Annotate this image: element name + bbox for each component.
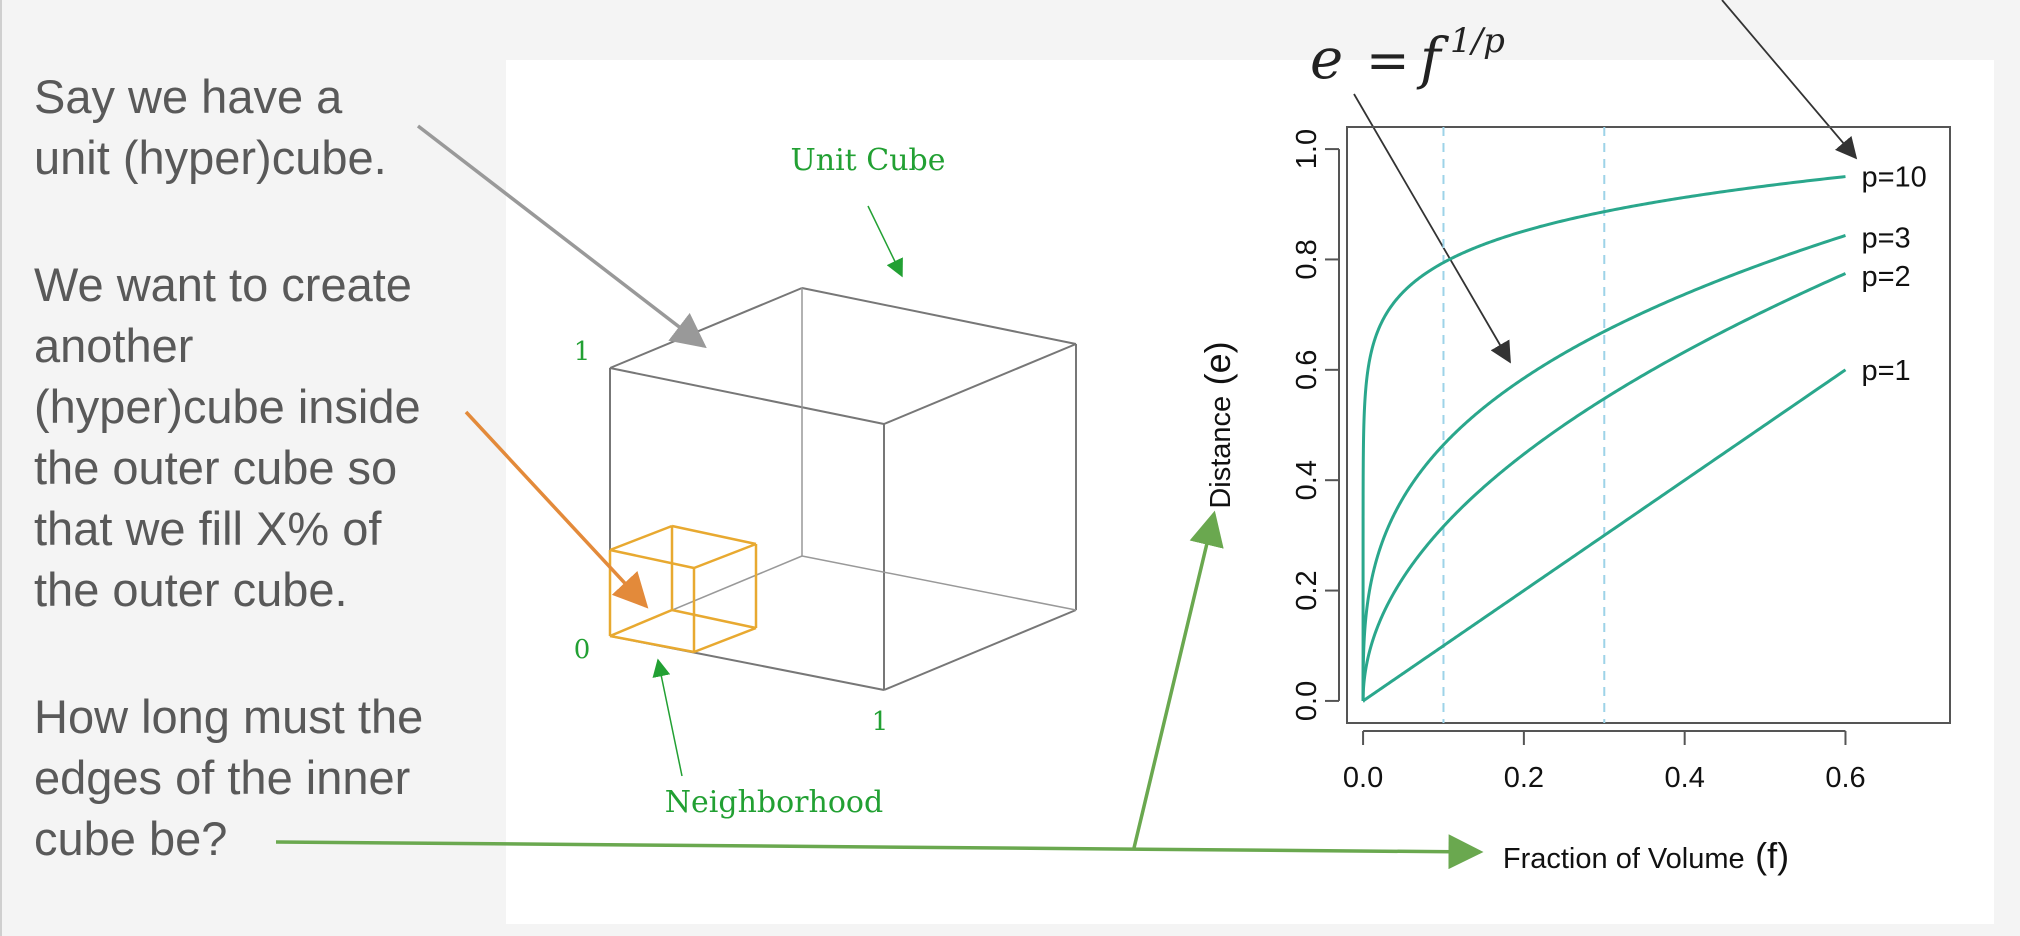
y-axis-label-text: Distance: [1205, 396, 1237, 509]
unit-cube: [609, 287, 1077, 691]
cube-edge: [609, 287, 803, 369]
text-line: How long must the: [34, 690, 424, 743]
text-line: the outer cube so: [34, 441, 398, 494]
series-line-p=3: [1361, 234, 1846, 701]
formula-arrow-to-curve: [1353, 93, 1511, 364]
x-axis-label-text: Fraction of Volume: [1503, 843, 1745, 875]
x-tick-label: 0.6: [1825, 762, 1865, 794]
x-axis-label-suffix: (f): [1755, 835, 1789, 876]
y-tick-label: 0.8: [1291, 239, 1323, 279]
text-line: another: [34, 319, 194, 372]
y-tick-label: 0.6: [1291, 350, 1323, 390]
series-line-p=1: [1361, 368, 1847, 703]
series-labels: p=10 p=3 p=2 p=1: [1861, 162, 1926, 387]
x-tick-label: 0.2: [1504, 762, 1544, 794]
series-label: p=1: [1861, 355, 1910, 387]
text-line: unit (hyper)cube.: [34, 131, 387, 184]
cube-edge: [883, 609, 1077, 691]
x-tick-label: 0.0: [1343, 762, 1383, 794]
text-line: Say we have a: [34, 70, 343, 123]
series-label: p=2: [1861, 261, 1910, 293]
cube-edge: [883, 343, 1077, 425]
green-callout-arrow-right: [275, 834, 1484, 870]
y-tick-label: 0.2: [1291, 570, 1323, 610]
neighborhood-arrow: [652, 658, 683, 777]
text-line: cube be?: [34, 812, 228, 865]
neighborhood-edge: [693, 542, 757, 570]
slide-left-border: [0, 0, 2, 936]
neighborhood-cube: [608, 524, 758, 654]
series-line-p=2: [1361, 272, 1847, 701]
neighborhood-edge: [609, 548, 695, 570]
x-axis: 0.0 0.2 0.4 0.6: [1343, 730, 1866, 794]
series-line-p=10: [1361, 175, 1846, 701]
text-block-goal: We want to create another (hyper)cube in…: [34, 254, 421, 620]
series-label: p=3: [1861, 222, 1910, 254]
cube-axis-label-origin: 0: [574, 635, 591, 665]
orange-callout-arrow: [464, 410, 649, 609]
y-axis-label: Distance (e): [1197, 341, 1238, 508]
cube-edge: [801, 555, 1077, 611]
cube-title-arrow: [867, 205, 903, 278]
y-tick-label: 0.4: [1291, 460, 1323, 500]
cube-edge: [801, 287, 1077, 345]
y-axis-label-suffix: (e): [1197, 341, 1238, 385]
formula-lhs: e: [1310, 27, 1343, 92]
reference-lines: [1442, 127, 1606, 723]
y-tick-label: 1.0: [1291, 129, 1323, 169]
gray-callout-arrow: [416, 124, 707, 349]
figure-panel: [506, 60, 1994, 924]
text-line: that we fill X% of: [34, 502, 382, 555]
y-tick-label: 0.0: [1291, 681, 1323, 721]
neighborhood-edge: [609, 524, 673, 552]
neighborhood-label: Neighborhood: [665, 785, 883, 820]
cube-title-label: Unit Cube: [790, 143, 945, 178]
cube-axis-label-bottom: 1: [872, 707, 889, 737]
neighborhood-edge: [671, 524, 757, 546]
series-label: p=10: [1861, 162, 1926, 194]
formula-exponent: 1/p: [1450, 21, 1505, 61]
x-tick-label: 0.4: [1665, 762, 1705, 794]
neighborhood-edge: [609, 608, 673, 638]
top-arrow-to-p10: [1721, 0, 1858, 160]
cube-axis-label-top: 1: [574, 337, 591, 367]
neighborhood-edge: [693, 626, 757, 654]
plot-frame: [1346, 126, 1951, 724]
neighborhood-edge: [671, 608, 757, 630]
text-line: edges of the inner: [34, 751, 411, 804]
formula-base: f: [1416, 27, 1450, 92]
text-line: We want to create: [34, 258, 412, 311]
x-axis-label: Fraction of Volume (f): [1503, 835, 1789, 876]
text-block-question: How long must the edges of the inner cub…: [34, 686, 423, 869]
cube-edge: [609, 367, 885, 425]
neighborhood-edge: [609, 634, 695, 654]
formula: e = f 1/p: [1310, 21, 1505, 92]
text-block-intro: Say we have a unit (hyper)cube.: [34, 66, 387, 188]
text-line: (hyper)cube inside: [34, 380, 421, 433]
curves: [1361, 175, 1847, 703]
y-axis: 0.0 0.2 0.4 0.6 0.8 1.0: [1291, 129, 1340, 721]
formula-equals: =: [1366, 31, 1410, 91]
text-line: the outer cube.: [34, 563, 348, 616]
green-callout-arrow-up: [1132, 510, 1224, 849]
